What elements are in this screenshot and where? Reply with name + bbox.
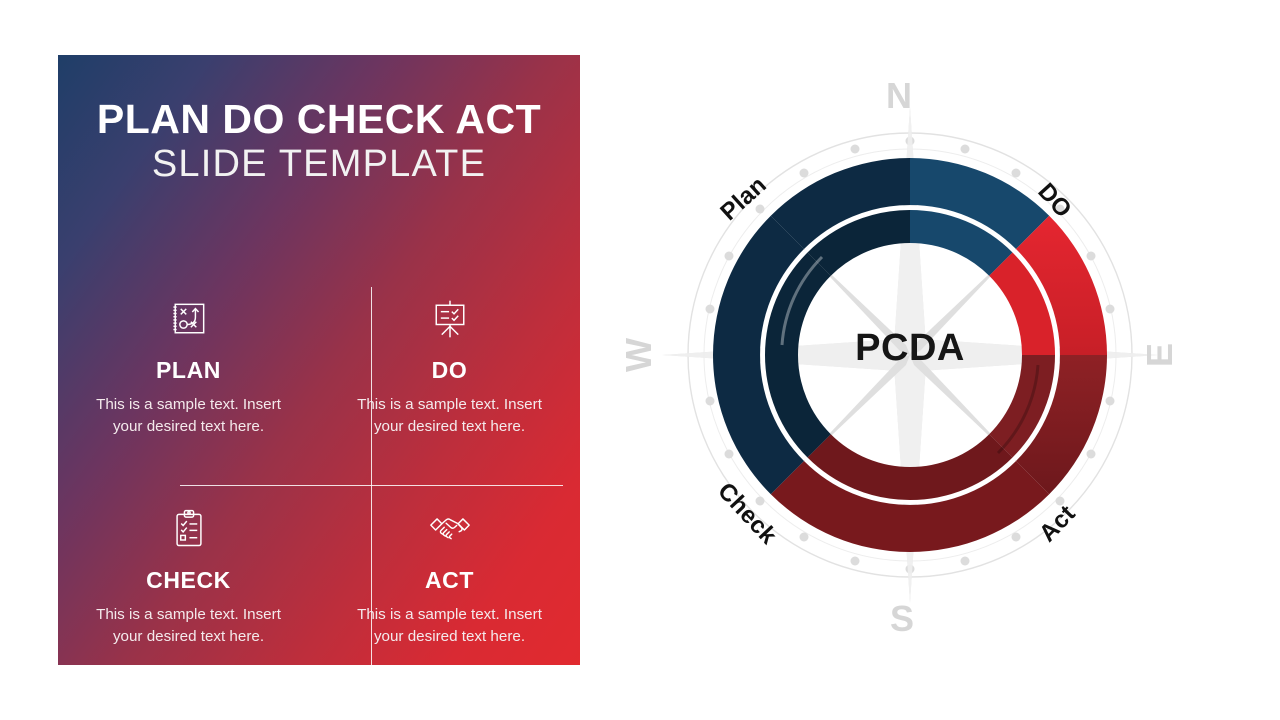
outer-donut-band: [713, 158, 1107, 552]
quadrant-description: This is a sample text. Insert your desir…: [96, 606, 281, 645]
pdca-compass-diagram: N S W E Plan DO Act Check PCDA: [610, 45, 1210, 665]
quadrant-title: CHECK: [146, 567, 231, 593]
compass-direction-south: S: [890, 598, 915, 639]
quadrant-do[interactable]: DO This is a sample text. Insert your de…: [319, 281, 580, 491]
compass-center-label: PCDA: [855, 327, 965, 369]
quadrant-title: PLAN: [155, 357, 221, 383]
plan-do-check-act-card: PLAN DO CHECK ACT SLIDE TEMPLATE: [58, 55, 580, 665]
compass-direction-north: N: [886, 75, 912, 116]
horizontal-divider: [180, 485, 563, 487]
vertical-divider: [371, 287, 373, 665]
quadrant-act[interactable]: ACT This is a sample text. Insert your d…: [319, 491, 580, 665]
page-subtitle: SLIDE TEMPLATE: [151, 143, 487, 186]
clipboard-checklist-icon: [165, 505, 213, 553]
quadrant-check[interactable]: CHECK This is a sample text. Insert your…: [58, 491, 319, 665]
quadrant-title: ACT: [424, 567, 475, 593]
page-title: PLAN DO CHECK ACT: [96, 96, 542, 142]
strategy-playbook-icon: [165, 295, 213, 343]
inner-donut-band: [765, 210, 1055, 500]
card-title-block: PLAN DO CHECK ACT SLIDE TEMPLATE: [58, 97, 580, 187]
compass-graphic: [662, 107, 1158, 603]
quadrant-description: This is a sample text. Insert your desir…: [357, 606, 542, 645]
quadrant-plan[interactable]: PLAN This is a sample text. Insert your …: [58, 281, 319, 491]
quadrant-title: DO: [431, 357, 468, 383]
quadrant-grid: PLAN This is a sample text. Insert your …: [58, 281, 580, 665]
handshake-icon: [426, 505, 474, 553]
quadrant-description: This is a sample text. Insert your desir…: [357, 396, 542, 435]
quadrant-description: This is a sample text. Insert your desir…: [96, 396, 281, 435]
presentation-board-icon: [426, 295, 474, 343]
